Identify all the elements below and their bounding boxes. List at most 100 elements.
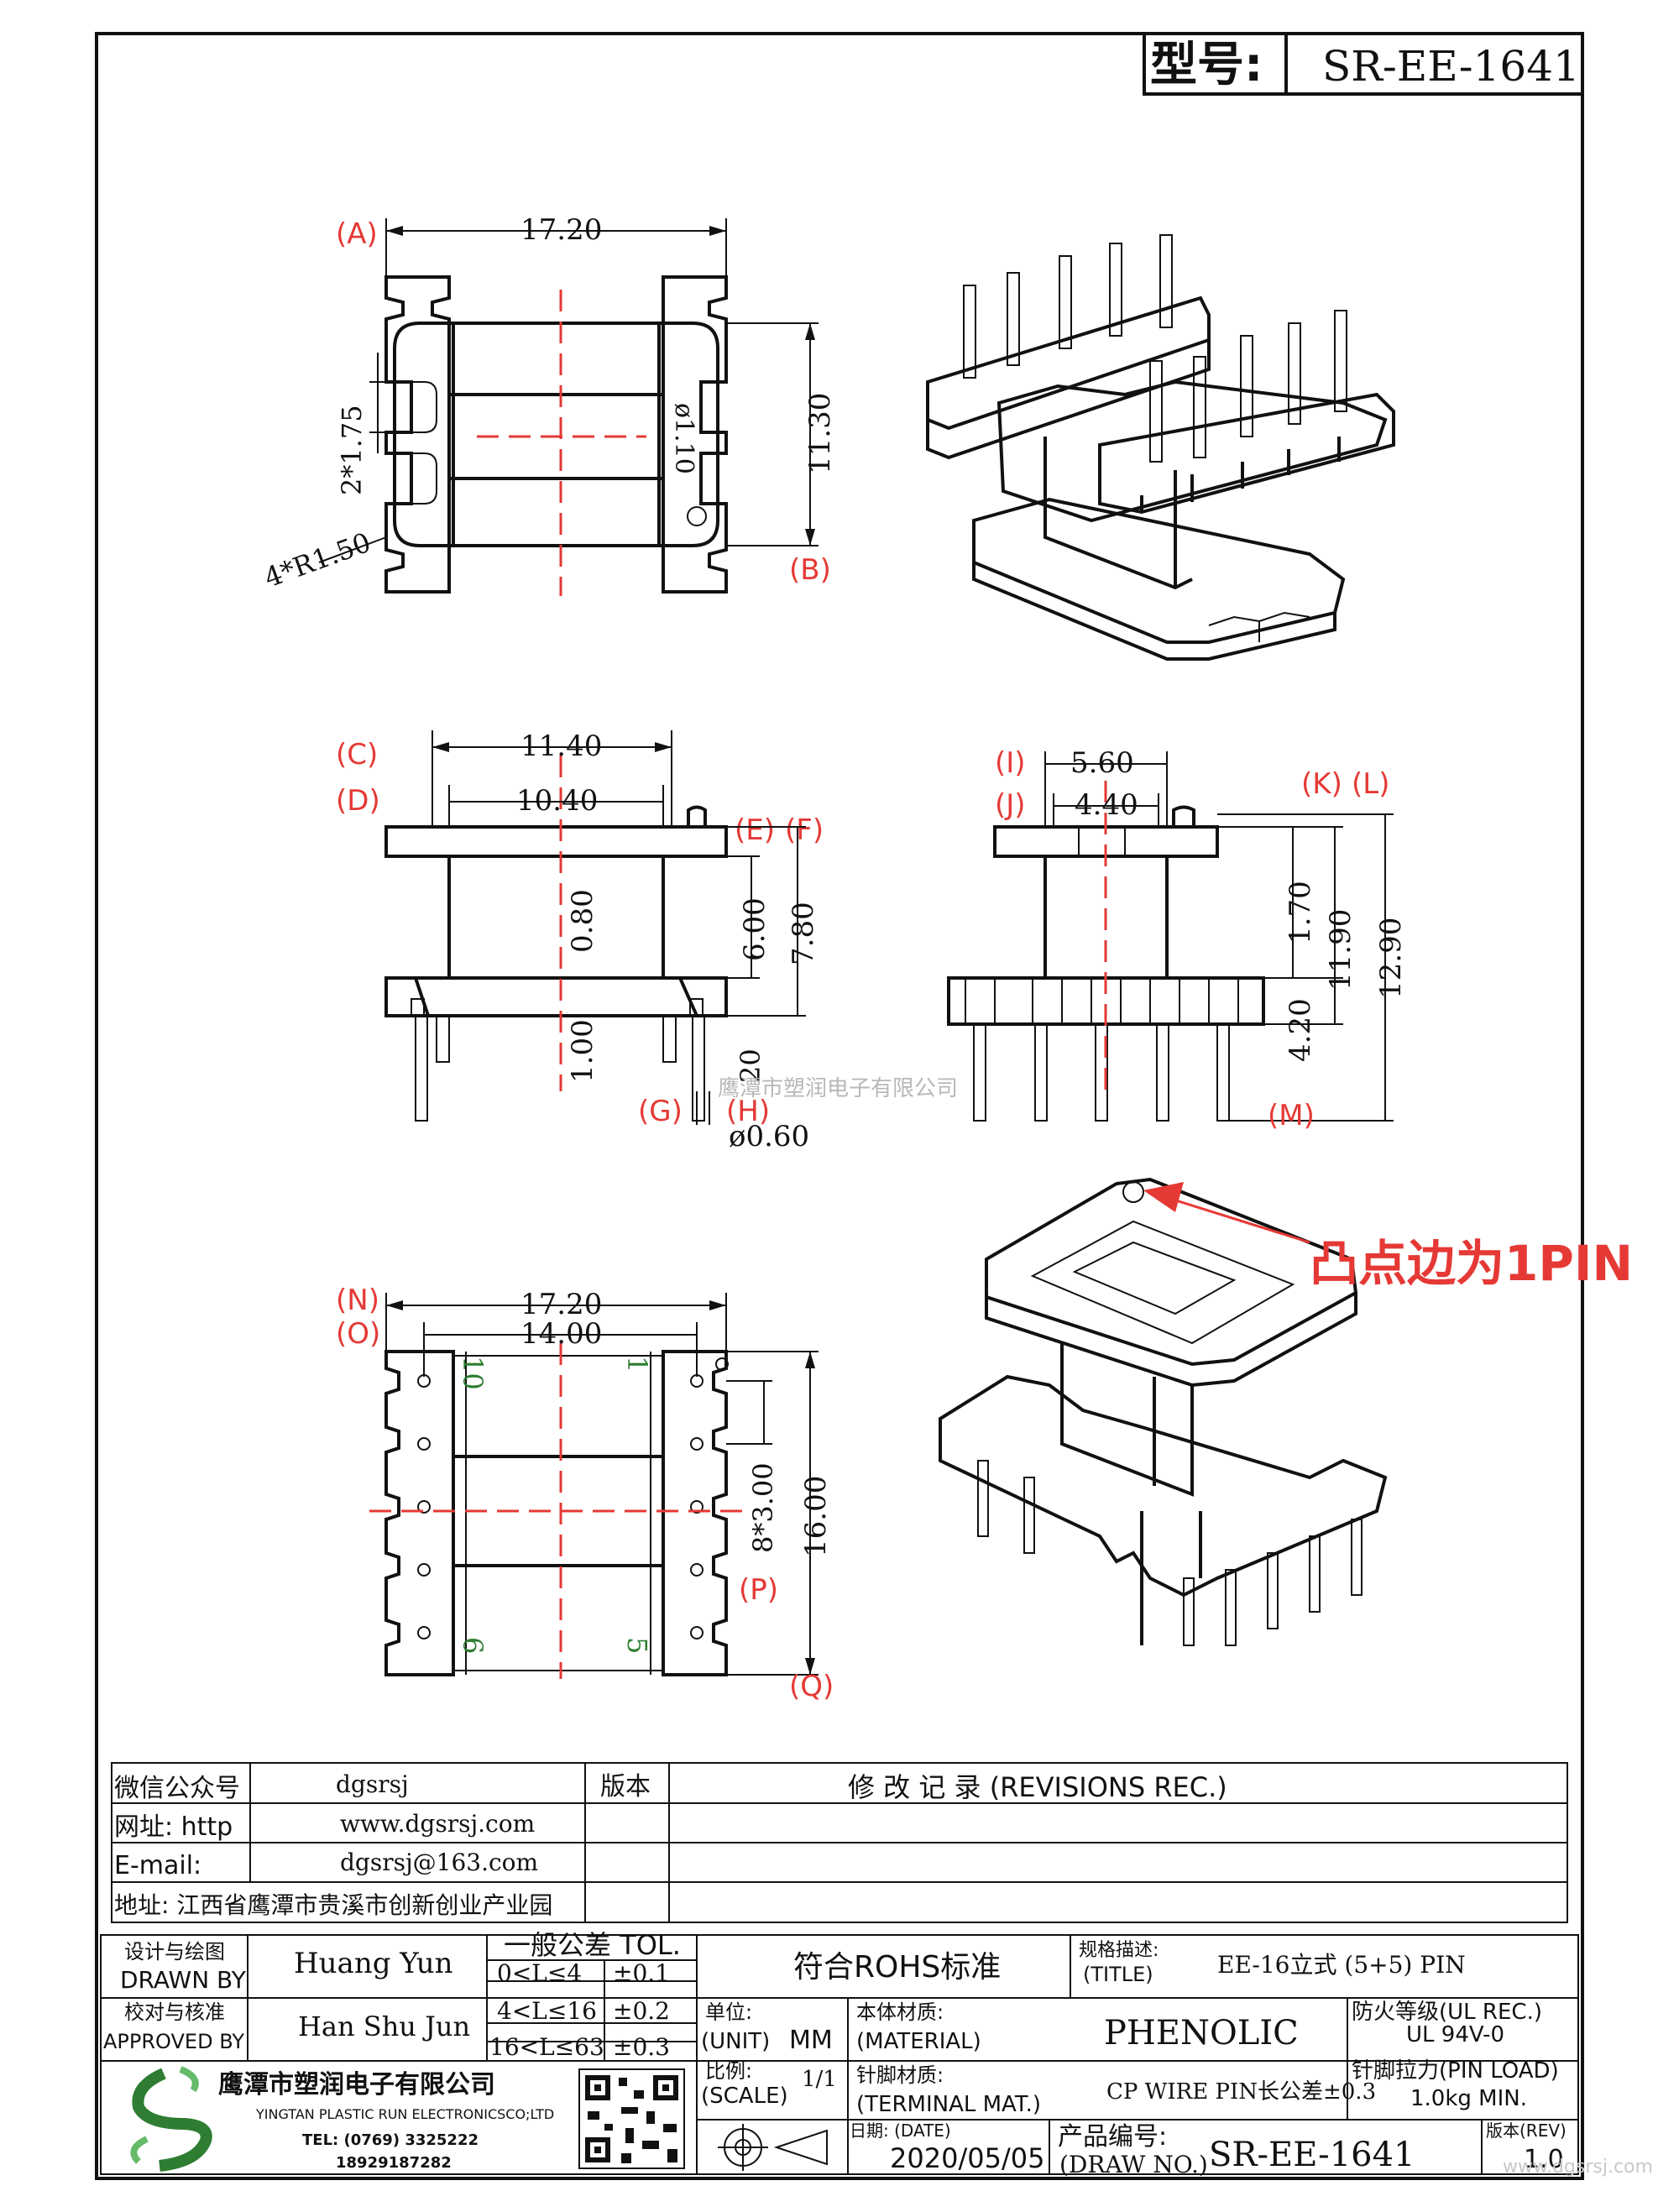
unit-cn: 单位: bbox=[705, 2000, 752, 2024]
ref-q: (Q) bbox=[789, 1670, 834, 1703]
ref-f: (F) bbox=[785, 813, 824, 847]
front-view: 11.40 10.40 (C) (D) (E) (F) 0.80 1.00 6.… bbox=[336, 729, 824, 1153]
pin-10-label: 10 bbox=[457, 1356, 489, 1390]
web-value: www.dgsrsj.com bbox=[340, 1810, 535, 1838]
address: 地址: 江西省鹰潭市贵溪市创新创业产业园 bbox=[114, 1891, 552, 1919]
front-base-dim: 1.00 bbox=[566, 1019, 599, 1083]
drawn-en: DRAWN BY bbox=[120, 1966, 247, 1994]
pin1-annotation: 凸点边为1PIN bbox=[1310, 1235, 1633, 1292]
bottom-view: 10 1 6 5 17.20 14.00 (N) (O) 8*3.00 16.0… bbox=[336, 1284, 834, 1703]
front-wall-dim: 0.80 bbox=[566, 889, 599, 953]
model-label: 型号: bbox=[1150, 38, 1263, 92]
scale-cn: 比例: bbox=[705, 2059, 752, 2083]
front-20-dim: 20 bbox=[735, 1048, 766, 1083]
pin-load-value: 1.0kg MIN. bbox=[1410, 2086, 1527, 2111]
top-width-dim: 17.20 bbox=[520, 213, 602, 247]
projection-symbol bbox=[718, 2124, 828, 2171]
scale-value: 1/1 bbox=[802, 2067, 837, 2092]
date-value: 2020/05/05 bbox=[890, 2142, 1044, 2174]
sheet-border bbox=[95, 32, 1584, 2180]
ref-o: (O) bbox=[336, 1317, 380, 1351]
company-name-en: YINGTAN PLASTIC RUN ELECTRONICSCO;LTD bbox=[255, 2106, 554, 2122]
terminal-cn: 针脚材质: bbox=[856, 2063, 944, 2087]
revisions-header: 修 改 记 录 (REVISIONS REC.) bbox=[848, 1771, 1227, 1803]
rohs-label: 符合ROHS标准 bbox=[793, 1950, 1001, 1985]
wechat-label: 微信公众号 bbox=[114, 1774, 240, 1803]
pin-6-label: 6 bbox=[457, 1637, 489, 1654]
rev-label: 版本(REV) bbox=[1486, 2120, 1567, 2141]
tol-1-range: 0<L≤4 bbox=[497, 1959, 582, 1987]
model-value: SR-EE-1641 bbox=[1322, 42, 1580, 91]
ref-c: (C) bbox=[336, 738, 378, 771]
tol-3-value: ±0.3 bbox=[613, 2033, 670, 2061]
company-tel: TEL: (0769) 3325222 bbox=[302, 2131, 479, 2149]
front-7-dim: 7.80 bbox=[787, 902, 820, 965]
date-label: 日期: (DATE) bbox=[850, 2120, 951, 2141]
pin-load-label: 针脚拉力(PIN LOAD) bbox=[1352, 2058, 1559, 2084]
ref-d: (D) bbox=[336, 784, 380, 818]
bottom-width-dim: 17.20 bbox=[520, 1288, 602, 1321]
drawno-value: SR-EE-1641 bbox=[1209, 2136, 1415, 2174]
company-logo bbox=[130, 2066, 212, 2172]
title-value: EE-16立式 (5+5) PIN bbox=[1217, 1951, 1466, 1979]
ref-h: (H) bbox=[726, 1095, 770, 1128]
pin-1-label: 1 bbox=[621, 1356, 653, 1373]
side-e-dim: 12.90 bbox=[1374, 918, 1408, 999]
ref-m: (M) bbox=[1268, 1099, 1315, 1132]
front-pin-dim: ø0.60 bbox=[729, 1120, 809, 1153]
side-f-dim: 4.20 bbox=[1284, 998, 1317, 1062]
front-inner-dim: 10.40 bbox=[516, 784, 598, 818]
tol-1-value: ±0.1 bbox=[613, 1959, 670, 1987]
drawn-cn: 设计与绘图 bbox=[124, 1940, 225, 1964]
watermark: 鹰潭市塑润电子有限公司 bbox=[718, 1076, 958, 1101]
email-label: E-mail: bbox=[114, 1851, 201, 1880]
tol-header: 一般公差 TOL. bbox=[504, 1929, 681, 1961]
pin-5-label: 5 bbox=[621, 1637, 653, 1654]
side-a-dim: 5.60 bbox=[1070, 746, 1134, 780]
info-table: 微信公众号 dgsrsj 网址: http www.dgsrsj.com E-m… bbox=[111, 1762, 1568, 1923]
terminal-value: CP WIRE PIN长公差±0.3 bbox=[1106, 2079, 1376, 2105]
approved-cn: 校对与核准 bbox=[124, 2000, 225, 2024]
qr-code-image bbox=[578, 2068, 685, 2169]
rev-value: 1.0 bbox=[1524, 2145, 1564, 2174]
top-slot-dim: 2*1.75 bbox=[336, 405, 368, 495]
tol-3-range: 16<L≤63 bbox=[489, 2033, 604, 2061]
ref-b: (B) bbox=[789, 553, 831, 587]
drawn-name: Huang Yun bbox=[294, 1947, 453, 1980]
side-d-dim: 11.90 bbox=[1324, 909, 1357, 991]
top-height-dim: 11.30 bbox=[803, 393, 837, 474]
drawno-cn: 产品编号: bbox=[1058, 2122, 1167, 2152]
ref-l: (L) bbox=[1352, 767, 1389, 801]
ref-e: (E) bbox=[735, 813, 775, 847]
front-outer-dim: 11.40 bbox=[520, 729, 602, 763]
ref-a: (A) bbox=[336, 217, 378, 251]
terminal-en: (TERMINAL MAT.) bbox=[856, 2092, 1041, 2117]
approved-en: APPROVED BY bbox=[103, 2030, 244, 2053]
top-radius-dim: 4*R1.50 bbox=[260, 526, 375, 594]
top-view: 17.20 (A) 11.30 (B) 2*1.75 4*R1.50 ø1.10 bbox=[260, 213, 837, 596]
tol-2-range: 4<L≤16 bbox=[497, 1997, 597, 2025]
material-en: (MATERIAL) bbox=[856, 2029, 981, 2054]
scale-en: (SCALE) bbox=[701, 2084, 788, 2109]
tol-2-value: ±0.2 bbox=[613, 1997, 670, 2025]
model-header: 型号: SR-EE-1641 bbox=[1143, 32, 1584, 96]
wechat-value: dgsrsj bbox=[336, 1770, 409, 1798]
ref-n: (N) bbox=[336, 1284, 379, 1317]
company-mobile: 18929187282 bbox=[336, 2154, 452, 2172]
web-label: 网址: http bbox=[114, 1812, 233, 1842]
ref-i: (I) bbox=[995, 746, 1026, 780]
iso-view-bottom: 凸点边为1PIN bbox=[939, 1177, 1633, 1646]
company-name-cn: 鹰潭市塑润电子有限公司 bbox=[218, 2070, 495, 2100]
unit-en: (UNIT) bbox=[701, 2029, 770, 2054]
ref-g: (G) bbox=[638, 1095, 683, 1128]
email-value: dgsrsj@163.com bbox=[340, 1849, 538, 1876]
side-b-dim: 4.40 bbox=[1075, 788, 1138, 822]
bottom-pitch-dim: 8*3.00 bbox=[747, 1462, 779, 1553]
iso-view-top bbox=[926, 234, 1395, 661]
title-cn: 规格描述: bbox=[1079, 1940, 1159, 1961]
ref-k: (K) bbox=[1301, 767, 1342, 801]
site-mark: www.dgsrsj.com bbox=[1503, 2157, 1653, 2178]
title-en: (TITLE) bbox=[1083, 1963, 1153, 1986]
title-block: 设计与绘图 DRAWN BY Huang Yun 校对与核准 APPROVED … bbox=[100, 1929, 1579, 2178]
